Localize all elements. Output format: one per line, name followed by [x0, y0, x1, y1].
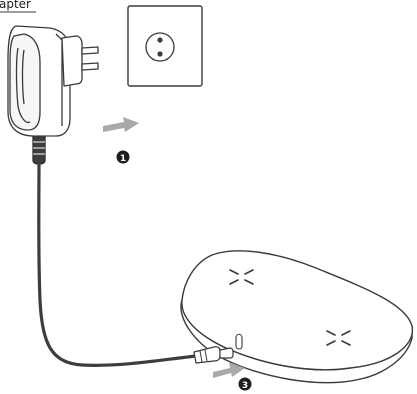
step-1-badge: 1 — [116, 150, 130, 164]
wireless-charging-pad — [180, 250, 414, 384]
wall-socket — [127, 5, 203, 87]
adapter-prong-top — [81, 46, 99, 55]
step-1-arrow — [103, 117, 139, 132]
step-3-arrow — [213, 362, 245, 378]
step-1-arrow-shape — [103, 117, 139, 132]
adapter-plug-housing — [61, 35, 83, 87]
socket-hole-top — [157, 37, 163, 43]
charging-cable — [37, 162, 198, 367]
usb-c-plug-tip — [219, 347, 234, 359]
usb-c-connector — [193, 346, 234, 364]
coil-marker-right — [326, 330, 351, 346]
adapter-label-group: apter — [0, 0, 36, 13]
step-3-badge: 3 — [238, 377, 252, 391]
adapter-label: apter — [0, 0, 31, 11]
adapter-inner-curve — [15, 47, 31, 124]
adapter-strain-relief — [32, 136, 46, 165]
wall-socket-face — [145, 32, 175, 62]
adapter-front-panel — [9, 33, 41, 131]
power-adapter — [7, 25, 99, 165]
pad-port — [235, 333, 243, 350]
step-3-badge-circle — [238, 377, 252, 391]
step-1-badge-circle — [116, 150, 130, 164]
step-1-number: 1 — [120, 154, 126, 164]
socket-hole-bottom — [157, 51, 163, 57]
step-3-number: 3 — [242, 381, 248, 391]
adapter-inner-curve-2 — [21, 49, 25, 105]
adapter-prong-bottom — [81, 62, 99, 71]
coil-marker-left — [229, 269, 254, 285]
step-3-arrow-shape — [213, 362, 245, 378]
